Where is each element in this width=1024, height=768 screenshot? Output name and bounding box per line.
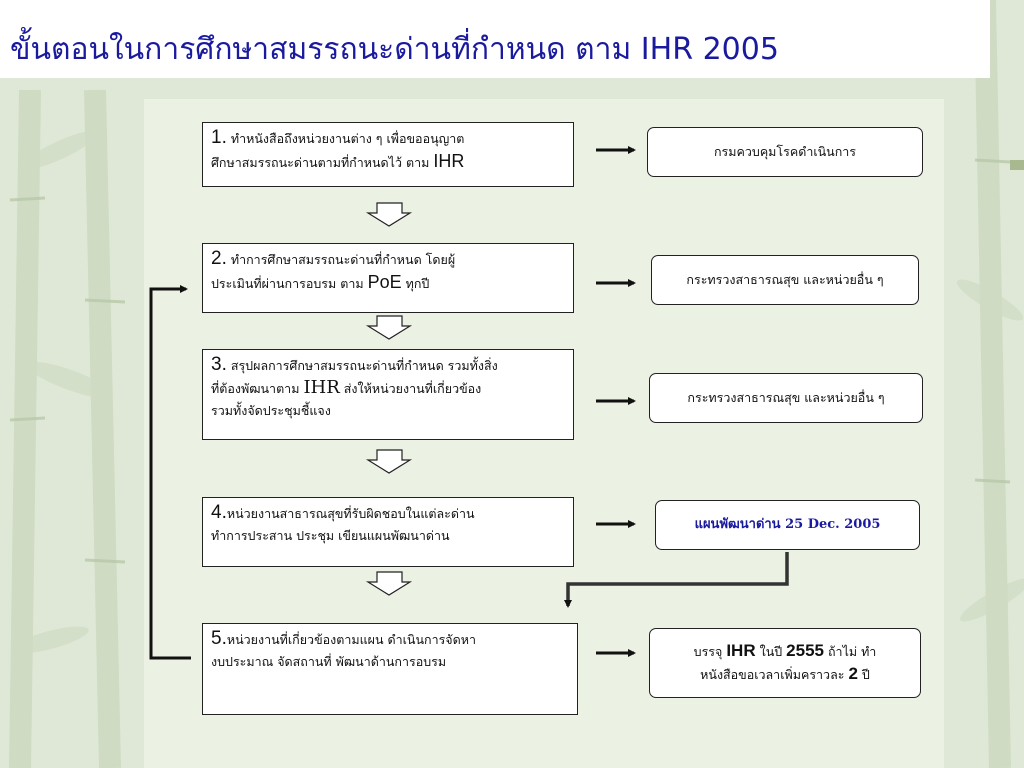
step-text: ประเมินที่ผ่านการอบรม ตาม (211, 276, 364, 291)
step-text: รวมทั้งจัดประชุมชี้แจง (211, 403, 331, 418)
result-box-5: บรรจุ IHR ในปี 2555 ถ้าไม่ ทำ หนังสือขอเ… (649, 628, 921, 698)
result-text: บรรจุ (693, 644, 723, 659)
step-number: 5. (211, 628, 227, 649)
step-text: ส่งให้หน่วยงานที่เกี่ยวข้อง (343, 381, 482, 396)
step-box-1: 1. ทำหนังสือถึงหน่วยงานต่าง ๆ เพื่อขออนุ… (202, 122, 574, 187)
step-tag: PoE (367, 272, 402, 292)
result-box-3: กระทรวงสาธารณสุข และหน่วยอื่น ๆ (649, 373, 923, 423)
step-tag: IHR (303, 377, 340, 398)
step-box-3: 3. สรุปผลการศึกษาสมรรถนะด่านที่กำหนด รวม… (202, 349, 574, 440)
step-text: หน่วยงานที่เกี่ยวข้องตามแผน ดำเนินการจัด… (226, 632, 477, 647)
result-text: กระทรวงสาธารณสุข และหน่วยอื่น ๆ (687, 390, 885, 405)
result-count: 2 (848, 664, 858, 683)
step-box-2: 2. ทำการศึกษาสมรรถนะด่านที่กำหนด โดยผู้ … (202, 243, 574, 313)
result-text: ถ้าไม่ ทำ (827, 644, 877, 659)
result-tag: IHR (726, 641, 756, 660)
step-box-5: 5.หน่วยงานที่เกี่ยวข้องตามแผน ดำเนินการจ… (202, 623, 578, 715)
step-text: ทำหนังสือถึงหน่วยงานต่าง ๆ เพื่อขออนุญาต (230, 131, 465, 146)
result-box-1: กรมควบคุมโรคดำเนินการ (647, 127, 923, 177)
result-text: ในปี (759, 644, 783, 659)
step-number: 4. (211, 502, 227, 523)
step-tag: IHR (433, 151, 465, 171)
result-text: แผนพัฒนาด่าน 25 Dec. 2005 (694, 517, 881, 532)
step-text: ที่ต้องพัฒนาตาม (211, 381, 300, 396)
step-text: งบประมาณ จัดสถานที่ พัฒนาด้านการอบรม (211, 654, 447, 669)
result-text: กระทรวงสาธารณสุข และหน่วยอื่น ๆ (686, 272, 884, 287)
result-box-4: แผนพัฒนาด่าน 25 Dec. 2005 (655, 500, 920, 550)
result-text: หนังสือขอเวลาเพิ่มคราวละ (700, 667, 845, 682)
step-text: ทำการประสาน ประชุม เขียนแผนพัฒนาด่าน (211, 528, 450, 543)
step-number: 1. (211, 127, 227, 148)
step-text: สรุปผลการศึกษาสมรรถนะด่านที่กำหนด รวมทั้… (230, 358, 498, 373)
result-text: ปี (861, 667, 870, 682)
step-number: 2. (211, 248, 227, 269)
result-box-2: กระทรวงสาธารณสุข และหน่วยอื่น ๆ (651, 255, 919, 305)
result-year: 2555 (786, 641, 824, 660)
step-text: ศึกษาสมรรถนะด่านตามที่กำหนดไว้ ตาม (211, 155, 430, 170)
step-box-4: 4.หน่วยงานสาธารณสุขที่รับผิดชอบในแต่ละด่… (202, 497, 574, 567)
page-title: ขั้นตอนในการศึกษาสมรรถนะด่านที่กำหนด ตาม… (10, 32, 779, 67)
step-text: ทำการศึกษาสมรรถนะด่านที่กำหนด โดยผู้ (230, 252, 456, 267)
step-text: หน่วยงานสาธารณสุขที่รับผิดชอบในแต่ละด่าน (226, 506, 475, 521)
step-text: ทุกปี (405, 276, 430, 291)
result-text: กรมควบคุมโรคดำเนินการ (713, 144, 857, 159)
step-number: 3. (211, 354, 227, 375)
header-bar: ขั้นตอนในการศึกษาสมรรถนะด่านที่กำหนด ตาม… (0, 0, 990, 78)
